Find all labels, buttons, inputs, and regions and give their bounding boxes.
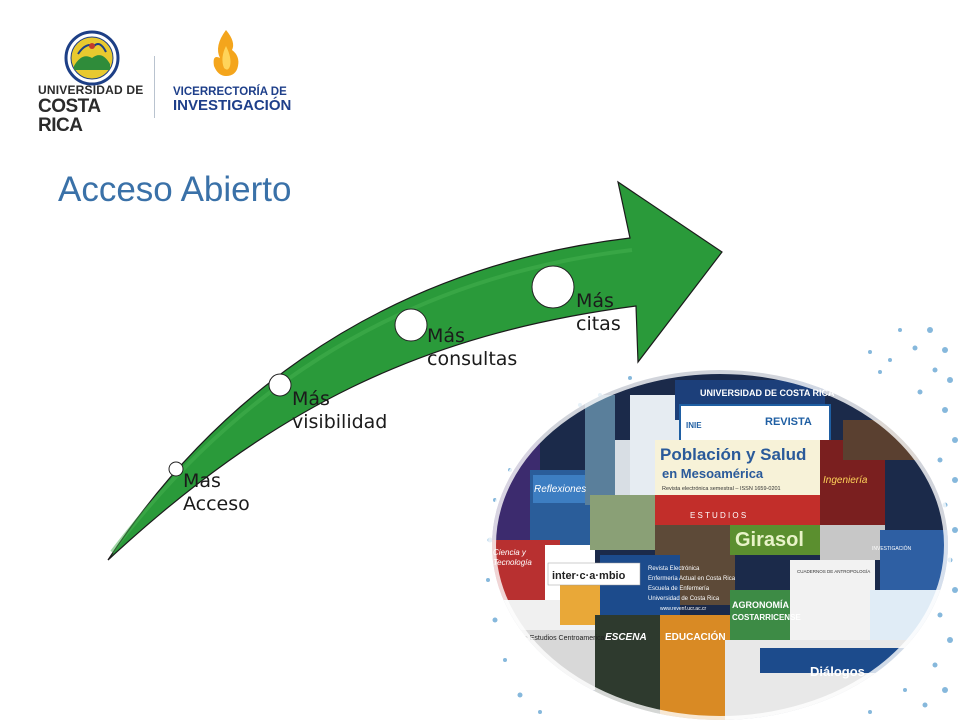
university-name: UNIVERSIDAD DE COSTA RICA <box>38 84 148 135</box>
ucr-seal-icon <box>64 30 120 86</box>
university-line1: UNIVERSIDAD DE <box>38 83 144 97</box>
svg-text:Tecnología: Tecnología <box>493 558 532 567</box>
cover-universidad-text: UNIVERSIDAD DE COSTA RICA <box>700 388 835 398</box>
cover-ciencia: Ciencia y <box>493 548 527 557</box>
cover-poblacion-sub: en Mesoamérica <box>662 466 764 481</box>
step-dot-2 <box>268 373 292 397</box>
cover-educacion: EDUCACIÓN <box>665 630 726 643</box>
cover-inie-text: INIE <box>686 421 702 430</box>
step-label-citations: Más citas <box>576 290 621 335</box>
cover-poblacion-issn: Revista electrónica semestral – ISSN 165… <box>662 486 781 492</box>
collage-edge <box>488 366 952 720</box>
cover-enfermeria-url: www.revenf.ucr.ac.cr <box>660 606 706 612</box>
cover-poblacion-title: Población y Salud <box>660 445 806 464</box>
cover-intercambio: inter·c·a·mbio <box>552 570 626 582</box>
cover-ingenieria: Ingeniería <box>823 475 868 486</box>
step-label-visibility: Más visibilidad <box>292 388 388 433</box>
vice-line2: INVESTIGACIÓN <box>173 97 292 115</box>
logo-divider <box>154 56 155 118</box>
step-dot-3 <box>394 308 428 342</box>
cover-vi-small: INVESTIGACIÓN <box>872 545 912 552</box>
cover-estudios: E S T U D I O S <box>690 511 746 520</box>
cover-girasol: Girasol <box>735 529 804 551</box>
cover-agronomia-2: COSTARRICENSE <box>732 613 801 622</box>
cover-escena: ESCENA <box>605 632 647 643</box>
slide-title: Acceso Abierto <box>58 170 292 209</box>
flame-icon <box>213 30 239 76</box>
cover-enfermeria-3: Escuela de Enfermería <box>648 586 710 592</box>
cover-enfermeria-2: Enfermería Actual en Costa Rica <box>648 576 736 582</box>
vice-line1: VICERRECTORÍA DE <box>173 86 287 98</box>
cover-enfermeria-4: Universidad de Costa Rica <box>648 596 720 602</box>
cover-revista-text: REVISTA <box>765 416 812 428</box>
cover-agronomia-1: AGRONOMÍA <box>732 600 789 610</box>
cover-antropologia: CUADERNOS DE ANTROPOLOGÍA <box>797 568 870 574</box>
step-label-consultations: Más consultas <box>427 325 518 370</box>
cover-dialogos: Diálogos <box>810 664 865 679</box>
cover-enfermeria-1: Revista Electrónica <box>648 566 700 572</box>
university-line2: COSTA RICA <box>38 96 100 136</box>
step-dot-4 <box>531 265 575 309</box>
step-label-access: Mas Acceso <box>183 470 250 515</box>
vice-rectory-name: VICERRECTORÍA DE INVESTIGACIÓN <box>173 86 323 114</box>
cover-reflexiones: Reflexiones <box>534 484 586 495</box>
header-logos: UNIVERSIDAD DE COSTA RICA VICERRECTORÍA … <box>38 26 298 135</box>
cover-centroamericanos: de Estudios Centroamericanos <box>520 635 616 642</box>
step-dot-1 <box>168 461 184 477</box>
